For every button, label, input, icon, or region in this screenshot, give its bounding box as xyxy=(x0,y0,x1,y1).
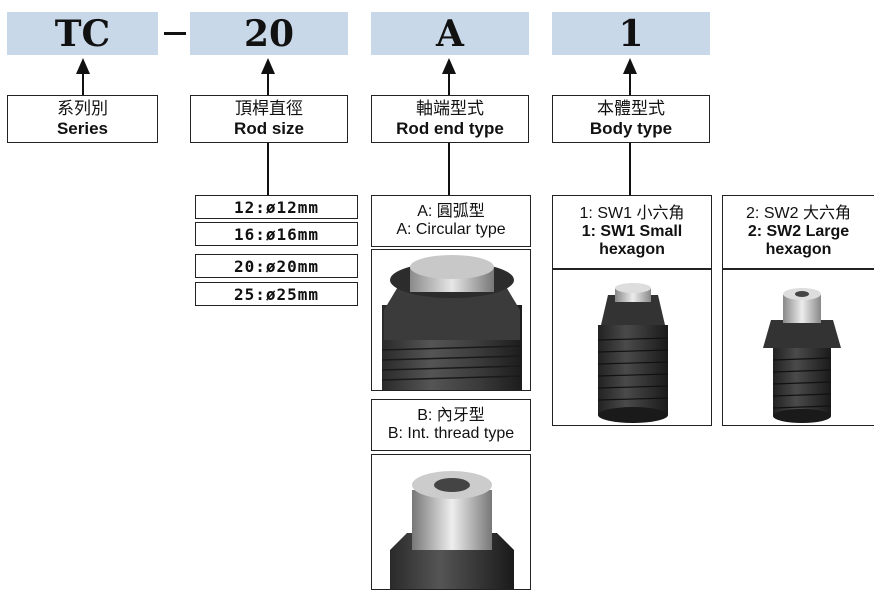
connector-line xyxy=(267,72,269,95)
code-series: TC xyxy=(7,12,158,55)
body-2-zh: 2: SW2 大六角 xyxy=(746,205,851,222)
arrow-up-icon xyxy=(623,58,637,74)
arrow-up-icon xyxy=(76,58,90,74)
label-rod-end-zh: 軸端型式 xyxy=(416,99,484,119)
rod-size-option: 20:ø20mm xyxy=(195,254,358,278)
label-rod-size-zh: 頂桿直徑 xyxy=(235,99,303,119)
label-rod-size: 頂桿直徑 Rod size xyxy=(190,95,348,143)
rod-size-option: 25:ø25mm xyxy=(195,282,358,306)
connector-line xyxy=(629,72,631,95)
large-hexagon-body-photo-icon xyxy=(722,269,874,426)
code-rod-end: A xyxy=(371,12,529,55)
code-separator-dash xyxy=(164,32,186,35)
rod-size-option: 12:ø12mm xyxy=(195,195,358,219)
code-body: 1 xyxy=(552,12,710,55)
connector-line xyxy=(448,143,450,195)
label-series-zh: 系列別 xyxy=(57,99,108,119)
body-2-en-2: hexagon xyxy=(765,241,832,258)
label-rod-end: 軸端型式 Rod end type xyxy=(371,95,529,143)
label-body-zh: 本體型式 xyxy=(597,99,665,119)
circular-rod-end-photo-icon xyxy=(371,249,531,391)
connector-line xyxy=(448,72,450,95)
connector-line xyxy=(629,143,631,195)
rod-end-option-a: A: 圓弧型 A: Circular type xyxy=(371,195,531,247)
arrow-up-icon xyxy=(261,58,275,74)
label-rod-end-en: Rod end type xyxy=(396,119,504,138)
rod-end-b-zh: B: 內牙型 xyxy=(417,407,485,424)
body-option-1: 1: SW1 小六角 1: SW1 Small hexagon xyxy=(552,195,712,269)
rod-end-b-en: B: Int. thread type xyxy=(387,425,515,442)
body-1-en-2: hexagon xyxy=(599,241,665,258)
label-series-en: Series xyxy=(56,119,109,138)
label-body-en: Body type xyxy=(589,119,673,138)
label-rod-size-en: Rod size xyxy=(234,119,304,138)
connector-line xyxy=(267,143,269,195)
rod-end-a-zh: A: 圓弧型 xyxy=(417,203,485,220)
small-hexagon-body-photo-icon xyxy=(552,269,712,426)
connector-line xyxy=(82,72,84,95)
body-1-en: 1: SW1 Small xyxy=(581,223,683,240)
rod-end-option-b: B: 內牙型 B: Int. thread type xyxy=(371,399,531,451)
internal-thread-rod-end-photo-icon xyxy=(371,454,531,590)
arrow-up-icon xyxy=(442,58,456,74)
body-2-en: 2: SW2 Large xyxy=(747,223,850,240)
code-rod-size: 20 xyxy=(190,12,348,55)
rod-size-option: 16:ø16mm xyxy=(195,222,358,246)
rod-end-a-en: A: Circular type xyxy=(396,221,506,238)
label-body: 本體型式 Body type xyxy=(552,95,710,143)
body-option-2: 2: SW2 大六角 2: SW2 Large hexagon xyxy=(722,195,874,269)
label-series: 系列別 Series xyxy=(7,95,158,143)
body-1-zh: 1: SW1 小六角 xyxy=(579,205,685,222)
